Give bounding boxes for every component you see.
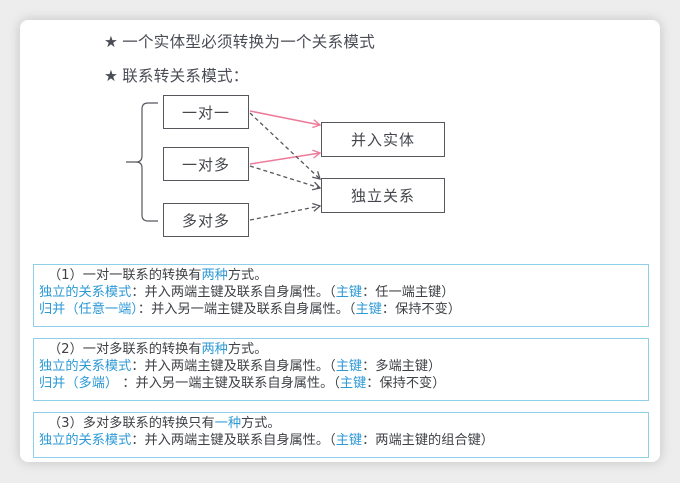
key-label: 主键 [355,302,382,317]
rule-line: 独立的关系模式：并入两端主键及联系自身属性。（主键：任一端主键） [39,285,455,300]
heading-relationship-rule: ★联系转关系模式： [104,64,249,86]
method-label: 独立的关系模式 [39,359,132,374]
highlight-count: 两种 [201,342,228,357]
rule-title: （2）一对多联系的转换有两种方式。 [48,342,268,357]
heading-text: 联系转关系模式： [122,67,249,85]
node-one-to-one: 一对一 [163,95,249,129]
key-label: 主键 [335,285,363,300]
node-merge-entity: 并入实体 [321,122,445,157]
brace-icon [126,102,158,222]
rule-line: 独立的关系模式：并入两端主键及联系自身属性。（主键：多端主键） [39,359,442,374]
rule-box-one-to-one: （1）一对一联系的转换有两种方式。 独立的关系模式：并入两端主键及联系自身属性。… [33,264,649,327]
rule-box-many-to-many: （3）多对多联系的转换只有一种方式。 独立的关系模式：并入两端主键及联系自身属性… [33,412,649,458]
star-icon: ★ [104,33,119,51]
key-label: 主键 [335,359,363,374]
star-icon: ★ [104,67,119,85]
content-card: ★一个实体型必须转换为一个关系模式 ★联系转关系模式： 一对一 [20,20,660,462]
highlight-count: 一种 [214,416,242,431]
rule-line: 归并（任意一端）：并入另一端主键及联系自身属性。（主键：保持不变） [39,302,461,317]
node-one-to-many: 一对多 [163,147,249,181]
heading-entity-rule: ★一个实体型必须转换为一个关系模式 [104,30,375,52]
node-independent-relation: 独立关系 [321,178,445,213]
rule-box-one-to-many: （2）一对多联系的转换有两种方式。 独立的关系模式：并入两端主键及联系自身属性。… [33,338,649,401]
method-label: 归并（多端） [39,376,119,391]
method-label: 独立的关系模式 [39,285,132,300]
method-label: 独立的关系模式 [39,433,132,448]
rule-line: 归并（多端） ：并入另一端主键及联系自身属性。（主键：保持不变） [39,376,446,391]
node-many-to-many: 多对多 [163,203,249,237]
method-label: 归并（任意一端） [39,302,138,317]
rule-title: （3）多对多联系的转换只有一种方式。 [48,416,281,431]
heading-text: 一个实体型必须转换为一个关系模式 [122,33,376,51]
key-label: 主键 [335,433,363,448]
key-label: 主键 [339,376,367,391]
conversion-diagram: 一对一 一对多 多对多 并入实体 独立关系 [20,20,660,260]
highlight-count: 两种 [201,268,228,283]
rule-line: 独立的关系模式：并入两端主键及联系自身属性。（主键：两端主键的组合键） [39,433,494,448]
rule-title: （1）一对一联系的转换有两种方式。 [48,268,268,283]
